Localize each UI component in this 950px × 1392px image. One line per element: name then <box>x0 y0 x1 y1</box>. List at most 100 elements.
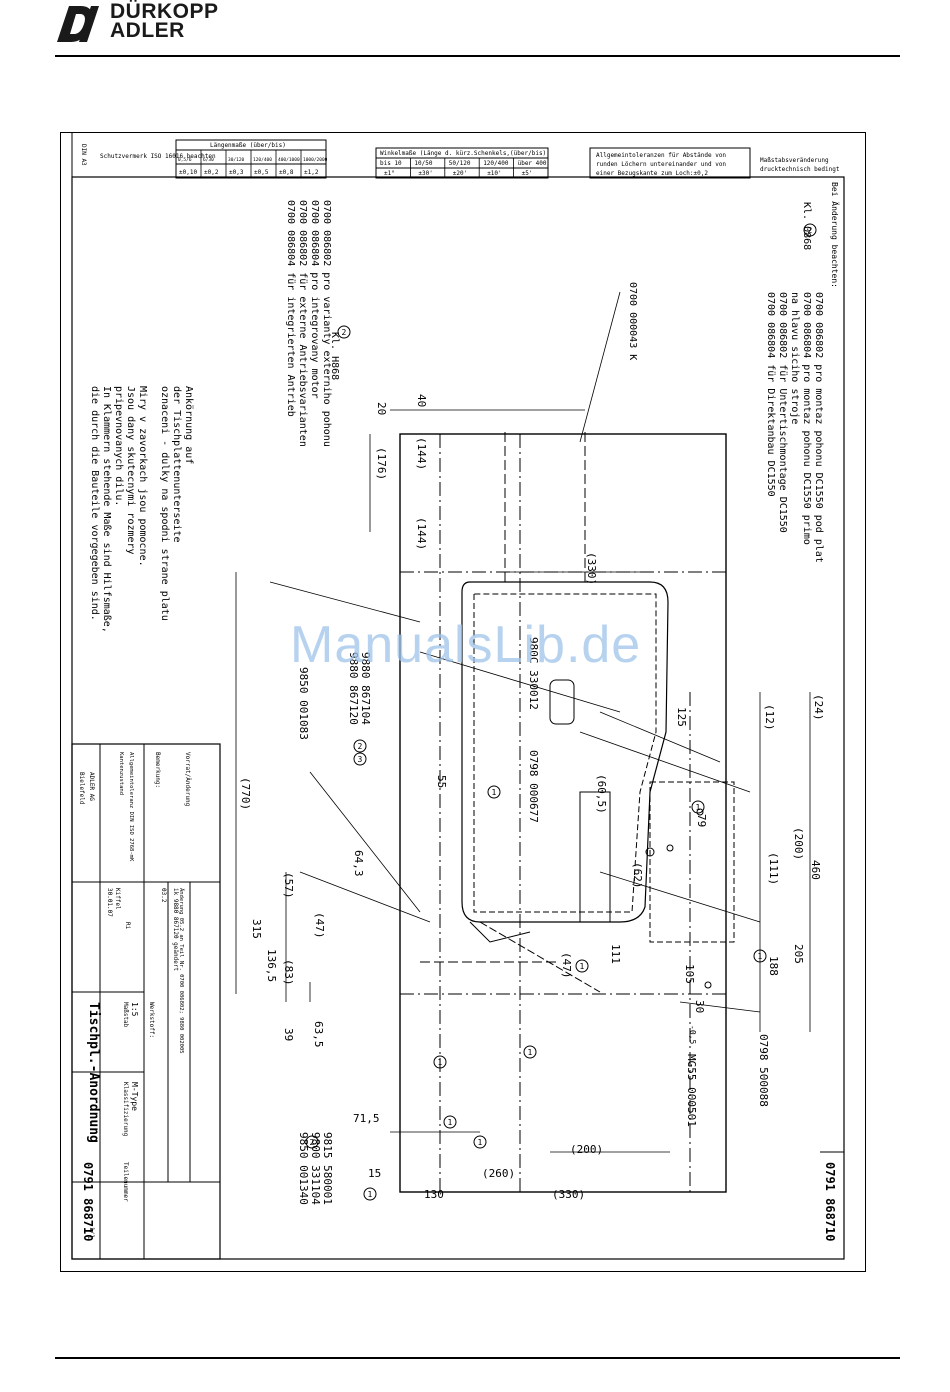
callout-circle <box>575 959 589 973</box>
angle-range-cell: bis 10 <box>380 160 402 167</box>
dim-right-12: (12) <box>763 704 776 731</box>
callout-number: 1 <box>368 1190 373 1199</box>
dim-left-315: 315 <box>250 919 263 939</box>
length-range-cell: 120/400 <box>253 157 272 163</box>
general-tol-1: Allgemeintoleranzen für Abstände von <box>596 152 726 159</box>
part-980c-330012: 980C 330012 <box>527 637 540 710</box>
dim-right-62: (62) <box>631 862 644 889</box>
callout-number: 1 <box>696 803 701 812</box>
callout-number: 2 <box>358 742 363 751</box>
callout-circle <box>691 800 705 814</box>
part-mg55: MG55 000501 <box>685 1054 698 1127</box>
dim-left-55: 55 <box>435 775 448 788</box>
date: 30.01.07 <box>106 888 113 917</box>
dim-bottom-260: (260) <box>482 1167 515 1180</box>
dim-left-770: (770) <box>239 777 252 810</box>
dim-right-205: 205 <box>792 944 805 964</box>
part-9850-001083: 9850 001083 <box>297 667 310 740</box>
dim-right-60-5: (60,5) <box>595 774 608 814</box>
kl-0868-line: 0700 086802 pro montaz pohonu DC1550 pod… <box>813 292 824 563</box>
checked-by: Ri <box>124 922 131 930</box>
length-tol-cell: ±0,5 <box>254 169 269 176</box>
kl-h868-line: 0700 086802 pro varianty externiho pohon… <box>321 200 332 447</box>
callout-circle <box>305 1135 319 1149</box>
callout-circle <box>443 1115 457 1129</box>
angle-range-cell: 50/120 <box>449 160 471 167</box>
callout-number: 1 <box>758 952 763 961</box>
callout-number: 2 <box>808 226 813 235</box>
table-plate <box>399 428 735 1193</box>
callout-number: 2 <box>342 328 347 337</box>
dim-top-144a: (144) <box>415 437 428 470</box>
dim-right-79: 79 <box>695 814 708 827</box>
angle-tol-cell: ±30' <box>418 170 432 177</box>
drawn-by: Kiffel <box>114 888 121 910</box>
kl-h868-line: 0700 086804 pro integrovany motor <box>309 200 320 399</box>
length-tol-cell: ±0,2 <box>204 169 219 176</box>
company-city: Bielefeld <box>78 772 85 805</box>
part-labels: 9880 867104 9880 867120 9850 001083 980C… <box>297 637 770 1205</box>
dim-tol-30: 30 <box>693 1000 706 1013</box>
dim-top-40: 40 <box>415 394 428 407</box>
dim-left-57: (57) <box>282 872 295 899</box>
dim-bottom-130: 130 <box>424 1188 444 1201</box>
dim-top-20: 20 <box>375 402 388 415</box>
callout-number: 1 <box>580 962 585 971</box>
remark-label: Bemerkung: <box>154 752 161 788</box>
class-label: Klassifizierung <box>122 1082 129 1137</box>
callout-circle <box>487 785 501 799</box>
length-range-cell: 400/1000 <box>278 157 300 163</box>
length-tol-cell: ±0,10 <box>179 169 197 176</box>
callout-number: 1 <box>478 1138 483 1147</box>
dim-tol-30-sub: -0,5 <box>688 1025 697 1044</box>
part-9880-867120: 9880 867120 <box>347 652 360 725</box>
dim-left-83: (83) <box>282 959 295 986</box>
dimension-lines <box>235 291 811 1193</box>
type-value: M-Type <box>130 1082 139 1111</box>
length-range-cell: 30/120 <box>228 157 245 163</box>
callout-circle <box>433 1055 447 1069</box>
angle-tol-cell: ±1° <box>384 170 395 177</box>
dim-bottom-330: (330) <box>552 1188 585 1201</box>
material-label: Werkstoff: <box>148 1002 155 1038</box>
tol-label: Allgemeintoleranz DIN ISO 2768-mK <box>128 752 134 862</box>
change-label: Vorrat/Änderung <box>184 752 191 807</box>
kl-h868-line: 0700 086802 für externe Antriebsvariante… <box>297 200 308 447</box>
drawing-number-block: 0791 868710 <box>81 1162 95 1241</box>
angle-tol-cell: ±20' <box>453 170 467 177</box>
part-9850-001340: 9850 001340 <box>297 1132 310 1205</box>
ankoernung-line: oznaceni - dulky na spodni strane platu <box>159 386 170 621</box>
length-title: Längenmaße (über/bis) <box>210 142 286 149</box>
miry-line: die durch die Bauteile vorgegeben sind. <box>89 386 100 621</box>
dim-top-330: (330) <box>585 552 598 585</box>
dim-left-39: 39 <box>282 1028 295 1041</box>
kl-h868-line: 0700 086804 für integrierten Antrieb <box>285 200 296 417</box>
callout-number: 1 <box>528 1048 533 1057</box>
length-range-cell: 1000/2000 <box>303 157 328 163</box>
scale-change-1: Maßstabsveränderung <box>760 157 829 164</box>
general-tol-3: einer Bezugskante zum Loch:±0,2 <box>596 170 708 177</box>
miry-line: Jsou dany skutecnymi rozmery <box>125 386 136 555</box>
angle-title: Winkelmaße (Länge d. kürz.Schenkels,(übe… <box>380 150 546 157</box>
angle-tol-cell: ±5' <box>522 170 533 177</box>
watermark: ManualsLib.de <box>290 616 642 674</box>
angle-range-cell: 120/400 <box>483 160 509 167</box>
length-range-cell: 0,5/6 <box>178 157 192 163</box>
dim-right-460: 460 <box>809 860 822 880</box>
length-tol-cell: ±0,3 <box>229 169 244 176</box>
header-rule <box>55 55 900 57</box>
part-000043: 0700 000043 K <box>627 282 638 360</box>
dim-top-144b: (144) <box>415 517 428 550</box>
kl-0868-line: na hlavu siciho stroje <box>789 292 800 424</box>
length-tol-cell: ±0,8 <box>279 169 294 176</box>
part-label: Teilenummer <box>122 1162 129 1202</box>
callout-circle <box>473 1135 487 1149</box>
ankoernung-line: der Tischplattenunterseite <box>171 386 182 543</box>
page-header: DÜRKOPP ADLER <box>0 0 950 60</box>
miry-line: pripevnovanych dilu. <box>113 386 124 506</box>
callout-number: 2 <box>310 1138 315 1147</box>
part-0798-500088: 0798 500088 <box>757 1034 770 1107</box>
miry-line: In Klammern stehende Maße sind Hilfsmaße… <box>101 386 112 633</box>
protection-note: Schutzvermerk ISO 16016 beachten <box>100 153 216 160</box>
brand-line1: DÜRKOPP <box>110 0 219 23</box>
